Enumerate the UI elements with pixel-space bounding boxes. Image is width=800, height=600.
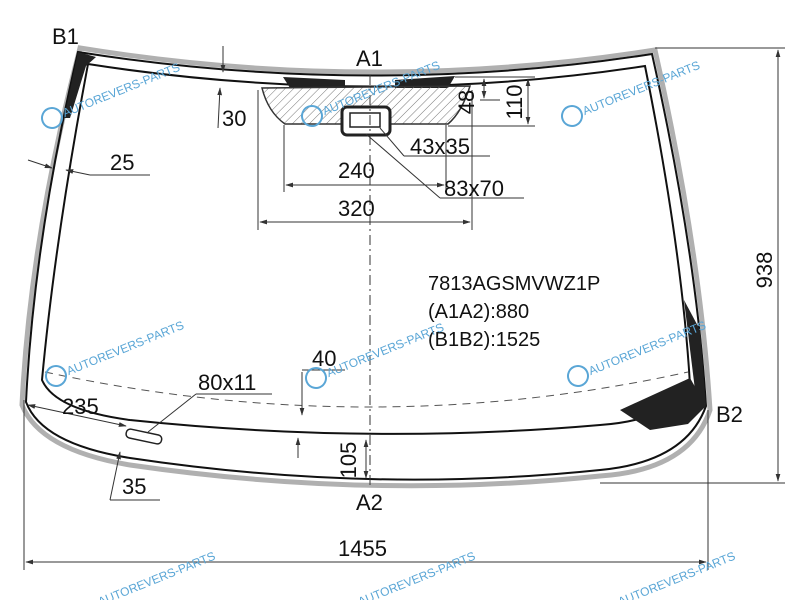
side-25-label: 25 (110, 150, 134, 175)
watermark-logo-icon (567, 365, 589, 387)
watermark-logo-icon (561, 105, 583, 127)
part-code: 7813AGSMVWZ1P (428, 273, 600, 295)
sensor-43x35-label: 43x35 (410, 134, 470, 159)
sensor-inner-box (349, 112, 381, 128)
total-height-label: 938 (752, 252, 777, 289)
bottom-35-label: 35 (122, 474, 146, 499)
width-240-label: 240 (338, 158, 375, 183)
ceramic-band-b1 (64, 52, 96, 118)
bottom-105-label: 105 (336, 442, 361, 479)
point-label-a1: A1 (356, 46, 383, 71)
dimension-b1b2: (B1B2):1525 (428, 329, 540, 351)
vin-80x11-label: 80x11 (198, 370, 256, 395)
ceramic-band-right (684, 300, 706, 406)
glass-outline (24, 50, 708, 481)
watermark-text: AUTOREVERS-PARTS (65, 318, 186, 378)
height-48-label: 48 (454, 90, 479, 114)
point-label-b2: B2 (716, 402, 743, 427)
watermark-logo-icon (301, 105, 323, 127)
dimension-a1a2: (A1A2):880 (428, 301, 529, 323)
ceramic-band-b2 (620, 378, 706, 430)
ceramic-band-a1-left (283, 77, 345, 88)
point-label-a2: A2 (356, 490, 383, 515)
height-110-label: 110 (502, 84, 527, 119)
visible-area-outline (40, 62, 692, 435)
watermark-text: AUTOREVERS-PARTS (616, 549, 737, 600)
mirror-area-hatch (261, 85, 472, 125)
point-label-b1: B1 (52, 24, 79, 49)
dashed-lower-line (44, 371, 689, 408)
width-320-label: 320 (338, 196, 375, 221)
watermark-logo-icon (45, 365, 67, 387)
offset-40-label: 40 (312, 346, 336, 371)
ceramic-band-a1-right (395, 76, 455, 88)
offset-30-label: 30 (222, 106, 246, 131)
watermark-logo-icon (41, 107, 63, 129)
total-width-label: 1455 (338, 536, 387, 561)
dimension-lines (23, 46, 785, 570)
watermark-text: AUTOREVERS-PARTS (96, 549, 217, 600)
mirror-83x70-label: 83x70 (444, 176, 504, 201)
corner-235-label: 235 (62, 394, 99, 419)
vin-window (125, 428, 163, 445)
glass-outer-edge (19, 45, 713, 489)
watermark-logo-icon (305, 367, 327, 389)
